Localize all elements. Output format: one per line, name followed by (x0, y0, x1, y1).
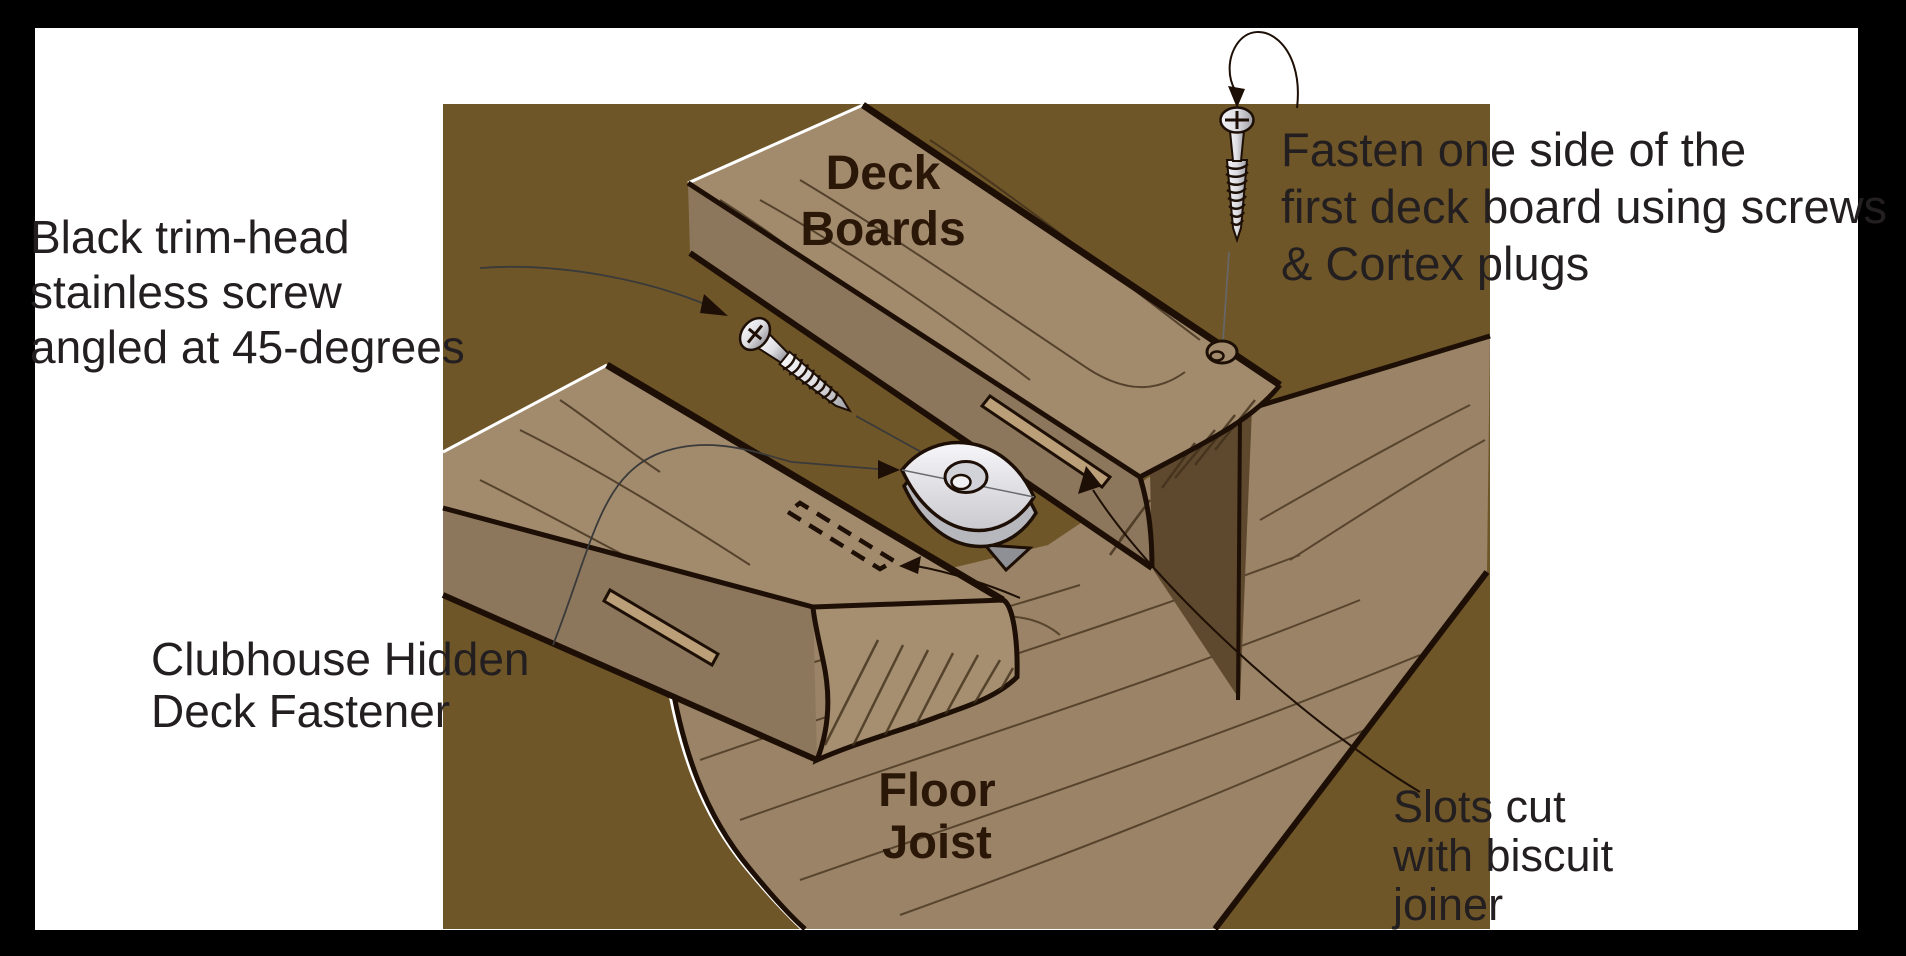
rotation-arrow (1228, 31, 1299, 109)
label-slots-biscuit: Slots cut with biscuit joiner (1393, 781, 1614, 930)
leader-arrow-to-fastener (878, 460, 900, 479)
hidden-deck-fastener (899, 440, 1038, 573)
biscuit-slot-left-board (601, 587, 721, 668)
screw-threads (782, 353, 839, 404)
phillips-cross-icon (1225, 111, 1249, 129)
vertical-deck-screw (1219, 31, 1299, 244)
label-deck-boards: Deck Boards (800, 147, 966, 256)
biscuit-slot-right-board (979, 393, 1113, 490)
joist-notch-shadow (1150, 408, 1252, 700)
leader-arrow-to-angled-screw (700, 294, 728, 316)
leader-arrow-to-slot (1078, 466, 1102, 494)
label-black-trim-screw: Black trim-head stainless screw angled a… (30, 211, 465, 373)
label-clubhouse-fastener: Clubhouse Hidden Deck Fastener (151, 633, 530, 737)
left-deck-board (441, 361, 1020, 765)
label-fasten-cortex: Fasten one side of the first deck board … (1281, 123, 1888, 290)
label-floor-joist: Floor Joist (878, 763, 996, 868)
screw-threads (1225, 163, 1249, 226)
screw-guide-line (1222, 251, 1230, 342)
dashed-slot-arrow (899, 556, 921, 574)
trim-head-screw-angled-45 (738, 316, 853, 413)
leader-lines (479, 265, 1421, 793)
right-deck-board (686, 102, 1282, 571)
left-board-end-grain (810, 597, 1020, 765)
fastener-hole (950, 473, 972, 491)
phillips-cross-icon (746, 324, 764, 344)
dashed-hidden-slot (784, 500, 1021, 599)
